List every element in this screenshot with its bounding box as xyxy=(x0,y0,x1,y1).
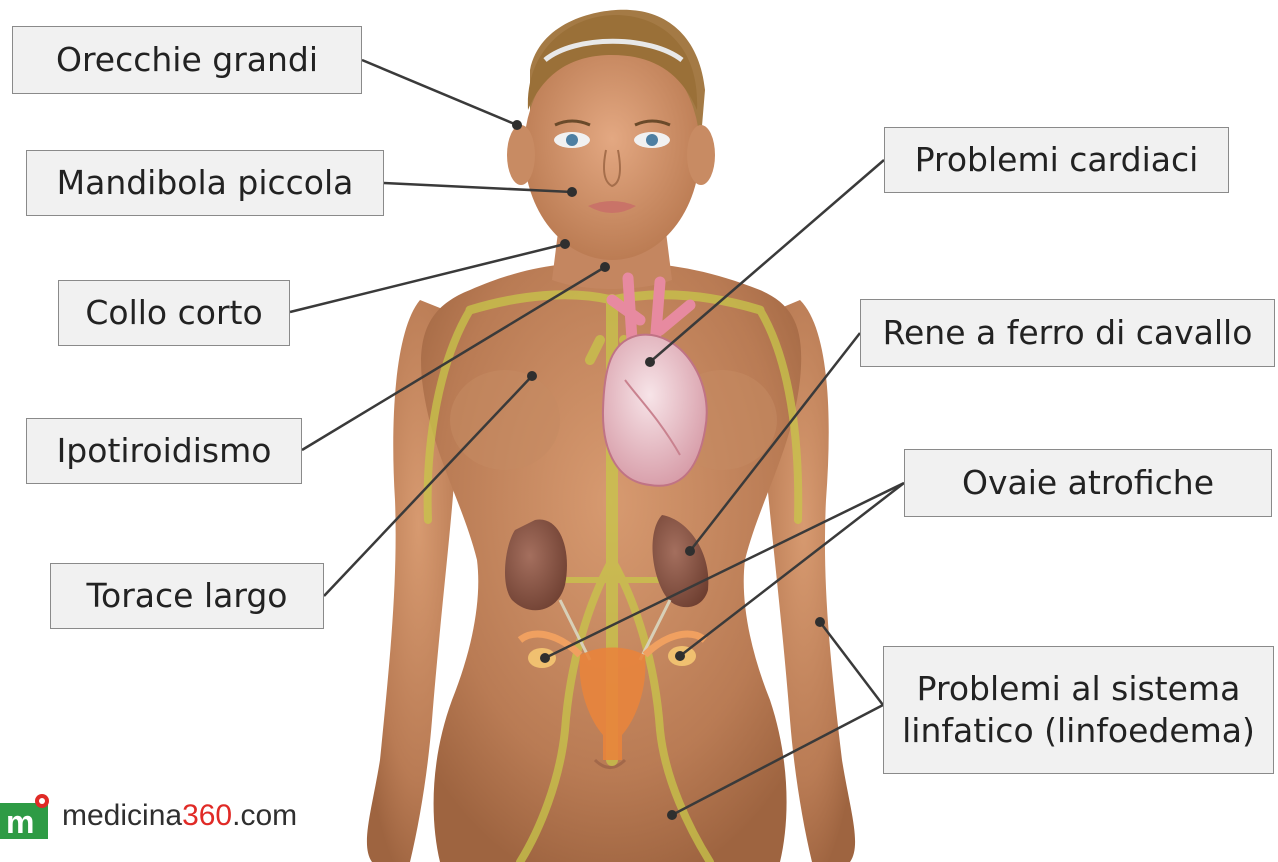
label-hypothyroidism-text: Ipotiroidismo xyxy=(57,430,272,473)
label-small-jaw: Mandibola piccola xyxy=(26,150,384,216)
label-hypothyroidism: Ipotiroidismo xyxy=(26,418,302,484)
label-small-jaw-text: Mandibola piccola xyxy=(57,162,354,205)
label-broad-chest: Torace largo xyxy=(50,563,324,629)
anchor-kidney xyxy=(685,546,695,556)
anchor-heart xyxy=(645,357,655,367)
anchor-lymph-leg xyxy=(667,810,677,820)
label-lymphatic-problems: Problemi al sistema linfatico (linfoedem… xyxy=(883,646,1274,774)
label-heart-problems: Problemi cardiaci xyxy=(884,127,1229,193)
label-short-neck-text: Collo corto xyxy=(85,292,262,335)
label-broad-chest-text: Torace largo xyxy=(87,575,288,618)
anchor-ear xyxy=(512,120,522,130)
logo-text: medicina360.com xyxy=(62,799,297,833)
label-horseshoe-kidney-text: Rene a ferro di cavallo xyxy=(883,312,1253,355)
anchor-neck xyxy=(560,239,570,249)
label-horseshoe-kidney: Rene a ferro di cavallo xyxy=(860,299,1275,367)
anchor-chest xyxy=(527,371,537,381)
label-atrophic-ovaries: Ovaie atrofiche xyxy=(904,449,1272,517)
anchor-ovary-right xyxy=(675,651,685,661)
logo-mark-icon: m xyxy=(0,793,52,839)
label-lymphatic-line-1: Problemi al sistema xyxy=(902,668,1255,710)
label-large-ears: Orecchie grandi xyxy=(12,26,362,94)
heart-organ xyxy=(603,278,707,486)
anchor-ovary-left xyxy=(540,653,550,663)
label-atrophic-ovaries-text: Ovaie atrofiche xyxy=(962,462,1214,505)
logo-text-prefix: medicina xyxy=(62,799,182,832)
logo-text-suffix: .com xyxy=(232,799,297,832)
label-heart-problems-text: Problemi cardiaci xyxy=(915,139,1199,182)
label-lymphatic-line-2: linfatico (linfoedema) xyxy=(902,710,1255,752)
label-large-ears-text: Orecchie grandi xyxy=(56,39,318,82)
anchor-jaw xyxy=(567,187,577,197)
logo-letter: m xyxy=(6,804,34,839)
label-short-neck: Collo corto xyxy=(58,280,290,346)
anchor-lymph-arm xyxy=(815,617,825,627)
anchor-thyroid xyxy=(600,262,610,272)
medicina360-logo: m medicina360.com xyxy=(0,786,297,846)
logo-text-number: 360 xyxy=(182,799,232,832)
